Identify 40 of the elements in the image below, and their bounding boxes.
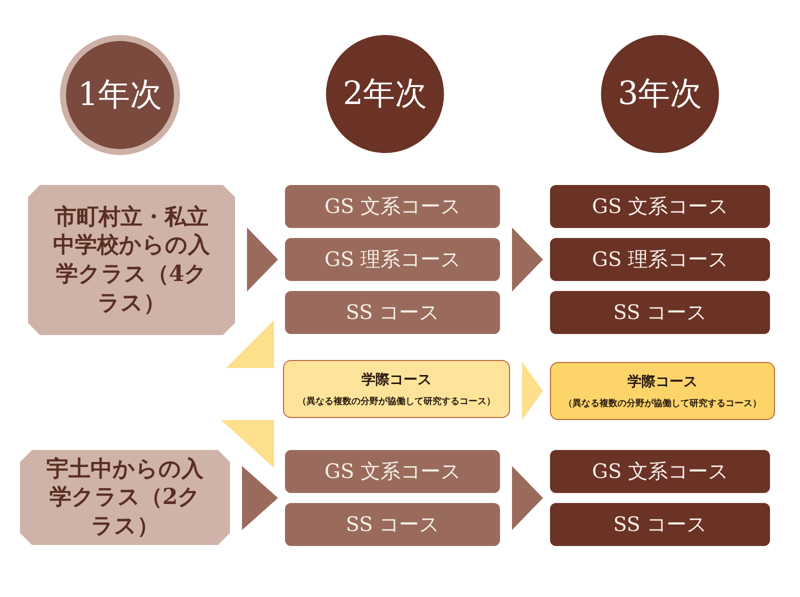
chevron-arrow xyxy=(221,420,274,468)
course-label: GS 文系コース xyxy=(592,458,728,485)
course-label: SS コース xyxy=(346,299,440,326)
chevron-arrow xyxy=(522,362,543,420)
chevron-arrow xyxy=(242,466,278,530)
year-label: 3年次 xyxy=(618,73,702,114)
course-label: GS 理系コース xyxy=(324,246,461,273)
course-box xyxy=(285,238,500,281)
course-box xyxy=(550,503,770,546)
course-label: SS コース xyxy=(613,299,707,326)
course-box xyxy=(285,185,500,228)
course-label: SS コース xyxy=(613,511,707,538)
course-title: 学際コース xyxy=(362,370,432,388)
course-title: 学際コース xyxy=(628,372,698,390)
class-box xyxy=(20,450,230,545)
course-box xyxy=(550,362,775,420)
course-note: （異なる複数の分野が協働して研究するコース） xyxy=(564,397,762,410)
course-label: GS 理系コース xyxy=(592,246,728,273)
course-label: SS コース xyxy=(346,511,440,538)
course-box xyxy=(283,360,510,418)
course-box xyxy=(550,291,770,334)
course-note: （異なる複数の分野が協働して研究するコース） xyxy=(298,395,496,408)
chevron-arrow xyxy=(512,466,543,530)
course-box xyxy=(285,291,500,334)
year-label: 1年次 xyxy=(78,74,162,115)
class-label: 市町村立・私立中学校からの入学クラス（4クラス） xyxy=(52,202,211,318)
course-label: GS 文系コース xyxy=(324,458,461,485)
course-box xyxy=(285,450,500,493)
course-box xyxy=(550,450,770,493)
course-box xyxy=(285,503,500,546)
chevron-arrow xyxy=(247,228,278,292)
chevron-arrow xyxy=(226,320,274,368)
course-label: GS 文系コース xyxy=(592,193,728,220)
year-label: 2年次 xyxy=(342,73,428,114)
course-label: GS 文系コース xyxy=(324,193,461,220)
course-box xyxy=(550,185,770,228)
class-label: 宇土中からの入学クラス（2クラス） xyxy=(46,454,204,540)
class-box xyxy=(28,185,235,335)
chevron-arrow xyxy=(512,228,543,292)
course-box xyxy=(550,238,770,281)
